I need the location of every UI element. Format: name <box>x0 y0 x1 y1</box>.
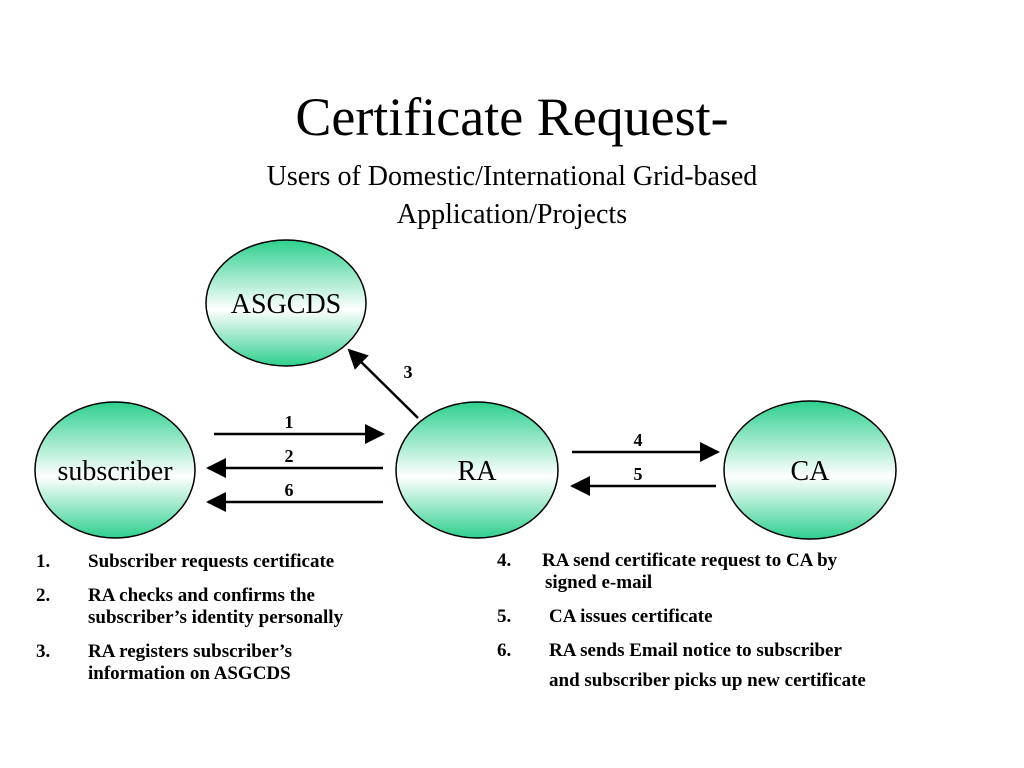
arrow-3: 3 <box>347 348 419 419</box>
step-item-4: 4. RA send certificate request to CA by … <box>497 550 997 594</box>
arrow-2: 2 <box>206 446 383 478</box>
step-text-cont: information on ASGCDS <box>88 663 291 684</box>
steps-list-right: 4. RA send certificate request to CA by … <box>497 550 997 704</box>
node-ca: CA <box>723 400 897 540</box>
node-ca-label: CA <box>791 456 831 487</box>
steps-list-left: 1. Subscriber requests certificate 2. RA… <box>36 551 456 697</box>
step-text: RA registers subscriber’s <box>88 641 293 662</box>
step-text-cont: signed e-mail <box>545 572 653 593</box>
step-item-6: 6. RA sends Email notice to subscriber a… <box>497 640 997 692</box>
arrow-6: 6 <box>206 480 383 512</box>
arrow-6-label: 6 <box>285 480 294 500</box>
slide-title: Certificate Request- <box>295 87 729 147</box>
arrow-3-label: 3 <box>404 362 413 382</box>
slide-subtitle: Users of Domestic/International Grid-bas… <box>0 158 1024 234</box>
step-item-1: 1. Subscriber requests certificate <box>36 551 456 573</box>
step-text: Subscriber requests certificate <box>88 551 335 572</box>
arrow-4-label: 4 <box>634 430 643 450</box>
step-number: 4. <box>497 550 512 571</box>
node-asgcds: ASGCDS <box>205 239 367 367</box>
node-ra: RA <box>395 401 559 539</box>
step-item-5: 5. CA issues certificate <box>497 606 997 628</box>
step-text: CA issues certificate <box>549 606 713 627</box>
arrow-1: 1 <box>214 412 385 444</box>
step-number: 3. <box>36 641 51 662</box>
step-number: 5. <box>497 606 512 627</box>
node-asgcds-label: ASGCDS <box>231 289 341 320</box>
step-text-cont: subscriber’s identity personally <box>88 607 344 628</box>
arrow-4: 4 <box>572 430 720 462</box>
arrow-1-label: 1 <box>285 412 294 432</box>
step-text: RA checks and confirms the <box>88 585 315 606</box>
step-number: 1. <box>36 551 51 572</box>
step-item-2: 2. RA checks and confirms the subscriber… <box>36 585 456 629</box>
arrow-5: 5 <box>570 464 716 496</box>
step-text: RA sends Email notice to subscriber <box>549 640 842 661</box>
subtitle-line-1: Users of Domestic/International Grid-bas… <box>266 161 758 192</box>
node-subscriber: subscriber <box>34 401 196 539</box>
step-text-cont: and subscriber picks up new certificate <box>549 670 866 691</box>
node-ra-label: RA <box>458 456 498 487</box>
step-text: RA send certificate request to CA by <box>542 550 838 571</box>
arrow-2-label: 2 <box>285 446 294 466</box>
step-number: 2. <box>36 585 51 606</box>
step-item-3: 3. RA registers subscriber’s information… <box>36 641 456 685</box>
step-number: 6. <box>497 640 512 661</box>
arrow-5-label: 5 <box>634 464 643 484</box>
node-subscriber-label: subscriber <box>57 456 173 487</box>
subtitle-line-2: Application/Projects <box>396 199 628 230</box>
